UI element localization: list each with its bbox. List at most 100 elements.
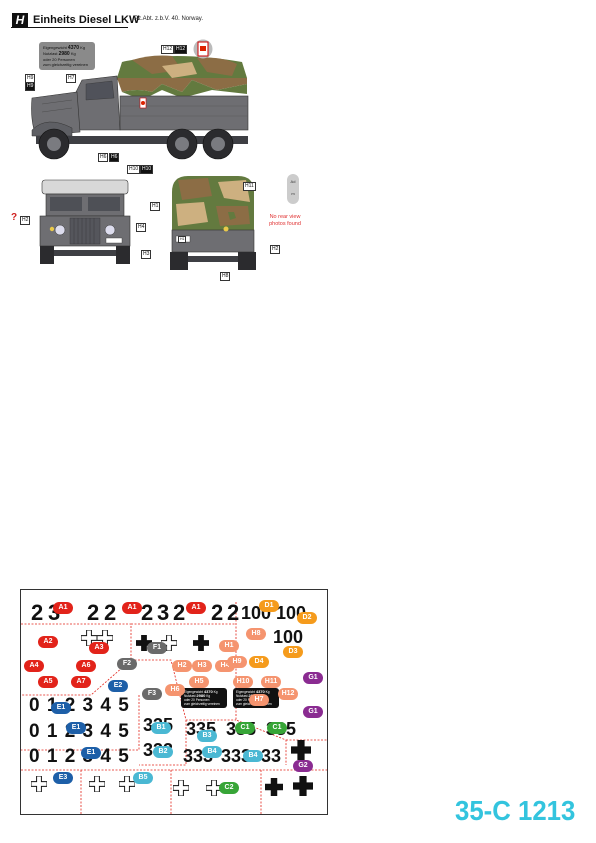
red-insignia-icon bbox=[193, 39, 213, 59]
decal-number-row: 0 1 2 3 4 5 bbox=[29, 746, 130, 767]
plate-label-load: Nutzlast bbox=[236, 694, 248, 698]
decal-number: 2 bbox=[104, 600, 117, 625]
callout-h2-front: H2 bbox=[20, 216, 31, 225]
rear-plate-tag: H1 bbox=[178, 236, 187, 243]
decal-badge-a5: A5 bbox=[38, 676, 58, 688]
decal-number: 3 bbox=[157, 600, 170, 625]
callout-h4: H4 bbox=[136, 223, 147, 232]
balkenkreuz-icon bbox=[97, 630, 113, 646]
weight-plate: Eigengewicht 4370 Kg Nutzlast 2980 Kg od… bbox=[39, 42, 95, 70]
plate-unit: Kg bbox=[265, 690, 270, 694]
decal-badge-c1: C1 bbox=[267, 722, 287, 734]
decal-badge-h9: H9 bbox=[227, 656, 247, 668]
callout-h8: H8 bbox=[220, 272, 231, 281]
title-underline bbox=[11, 27, 128, 28]
plate-line-persons: oder 20 Personen bbox=[236, 698, 261, 702]
plate-label-weight: Eigengewicht bbox=[184, 690, 203, 694]
balkenkreuz-icon bbox=[81, 630, 97, 646]
decal-badge-a4: A4 bbox=[24, 660, 44, 672]
plate-unit: Kg bbox=[70, 51, 76, 56]
balkenkreuz-icon bbox=[193, 635, 209, 651]
decal-number-100: 100 bbox=[273, 627, 304, 647]
decal-badge-b2: B2 bbox=[153, 746, 173, 758]
decal-badge-d4: D4 bbox=[249, 656, 269, 668]
truck-side-view bbox=[31, 55, 249, 160]
balkenkreuz-icon bbox=[161, 635, 177, 651]
decal-badge-e1: E1 bbox=[81, 747, 101, 759]
truck-rear-view bbox=[170, 176, 256, 270]
decal-badge-b1: B1 bbox=[151, 722, 171, 734]
decal-badge-e1: E1 bbox=[66, 722, 86, 734]
decal-badge-e3: E3 bbox=[53, 772, 73, 784]
decal-badge-h12: H12 bbox=[278, 688, 298, 700]
decal-badge-d3: D3 bbox=[283, 646, 303, 658]
decal-number-row: 0 1 2 3 4 5 bbox=[29, 695, 130, 716]
decal-number: 2 bbox=[227, 600, 240, 625]
decal-badge-c2: C2 bbox=[219, 782, 239, 794]
decal-badge-h3: H3 bbox=[192, 660, 212, 672]
decal-badge-g1: G1 bbox=[303, 706, 323, 718]
vehicle-title: Einheits Diesel LKW bbox=[33, 14, 140, 26]
svg-text:Ad: Ad bbox=[291, 179, 296, 184]
decal-badge-h8: H8 bbox=[246, 628, 266, 640]
decal-dividers bbox=[21, 602, 327, 814]
rear-detail-icon: Ad m bbox=[287, 174, 299, 204]
callout-h7: H7 bbox=[66, 74, 77, 83]
balkenkreuz-icon bbox=[291, 740, 311, 760]
decal-number-33: 33 bbox=[261, 746, 282, 766]
balkenkreuz-icon bbox=[119, 776, 135, 792]
decal-badge-d1: D1 bbox=[259, 600, 279, 612]
plate-unit: Kg bbox=[206, 694, 211, 698]
callout-h2-rear: H2 bbox=[270, 245, 281, 254]
section-letter-badge: H bbox=[12, 13, 28, 27]
decal-badge-h2: H2 bbox=[172, 660, 192, 672]
callout-h12: H12 bbox=[161, 45, 175, 54]
decal-number: 2 bbox=[141, 600, 154, 625]
balkenkreuz-icon bbox=[136, 635, 152, 651]
decal-badge-f2: F2 bbox=[117, 658, 137, 670]
callout-h6: H6 bbox=[98, 153, 109, 162]
balkenkreuz-icon bbox=[173, 780, 189, 796]
plate-unit: Kg bbox=[80, 45, 86, 50]
decal-badge-h11: H11 bbox=[261, 676, 281, 688]
decal-badge-h10: H10 bbox=[233, 676, 253, 688]
callout-h1: H1 bbox=[150, 202, 161, 211]
decal-number: 2 bbox=[173, 600, 186, 625]
decal-badge-h5: H5 bbox=[189, 676, 209, 688]
plate-label-load: Nutzlast bbox=[43, 51, 58, 56]
plate-label-weight: Eigengewicht bbox=[236, 690, 255, 694]
callout-h9-inverse: H9 bbox=[25, 82, 36, 91]
decal-badge-a1: A1 bbox=[122, 602, 142, 614]
plate-value-weight: 4370 bbox=[67, 45, 80, 51]
decal-badge-g1: G1 bbox=[303, 672, 323, 684]
callout-h10: H10 bbox=[127, 165, 141, 174]
plate-label-weight: Eigengewicht bbox=[43, 45, 67, 50]
decal-badge-a1: A1 bbox=[186, 602, 206, 614]
decal-badge-e2: E2 bbox=[108, 680, 128, 692]
decal-number: 2 bbox=[211, 600, 224, 625]
plate-line-note: zum gleichzeitig vereinen bbox=[43, 62, 88, 67]
decal-badge-b5: B5 bbox=[133, 772, 153, 784]
plate-value-load: 2980 bbox=[196, 693, 206, 698]
callout-h3: H3 bbox=[141, 250, 152, 259]
callout-h10-inverse: H10 bbox=[140, 165, 154, 174]
decal-badge-b4: B4 bbox=[243, 750, 263, 762]
callout-h6-inverse: H6 bbox=[109, 153, 120, 162]
decal-badge-a7: A7 bbox=[71, 676, 91, 688]
balkenkreuz-icon bbox=[265, 778, 283, 796]
no-rear-view-note: No rear view photos found bbox=[269, 214, 301, 227]
balkenkreuz-icon bbox=[293, 776, 313, 796]
unit-caption: Pz.Abt. z.b.V. 40. Norway. bbox=[134, 16, 204, 22]
plate-label-load: Nutzlast bbox=[184, 694, 196, 698]
plate-value-weight: 4370 bbox=[203, 689, 213, 694]
plate-value-load: 2980 bbox=[58, 51, 70, 57]
product-code: 35-C 1213 bbox=[455, 795, 576, 826]
decal-badge-c1: C1 bbox=[235, 722, 255, 734]
decal-badge-g2: G2 bbox=[293, 760, 313, 772]
decal-number: 2 bbox=[31, 600, 44, 625]
plate-line-persons: oder 20 Personen bbox=[43, 57, 75, 62]
decal-badge-f3: F3 bbox=[142, 688, 162, 700]
callout-h12-inverse: H12 bbox=[174, 45, 188, 54]
callout-h11: H11 bbox=[243, 182, 256, 191]
balkenkreuz-icon bbox=[206, 780, 222, 796]
